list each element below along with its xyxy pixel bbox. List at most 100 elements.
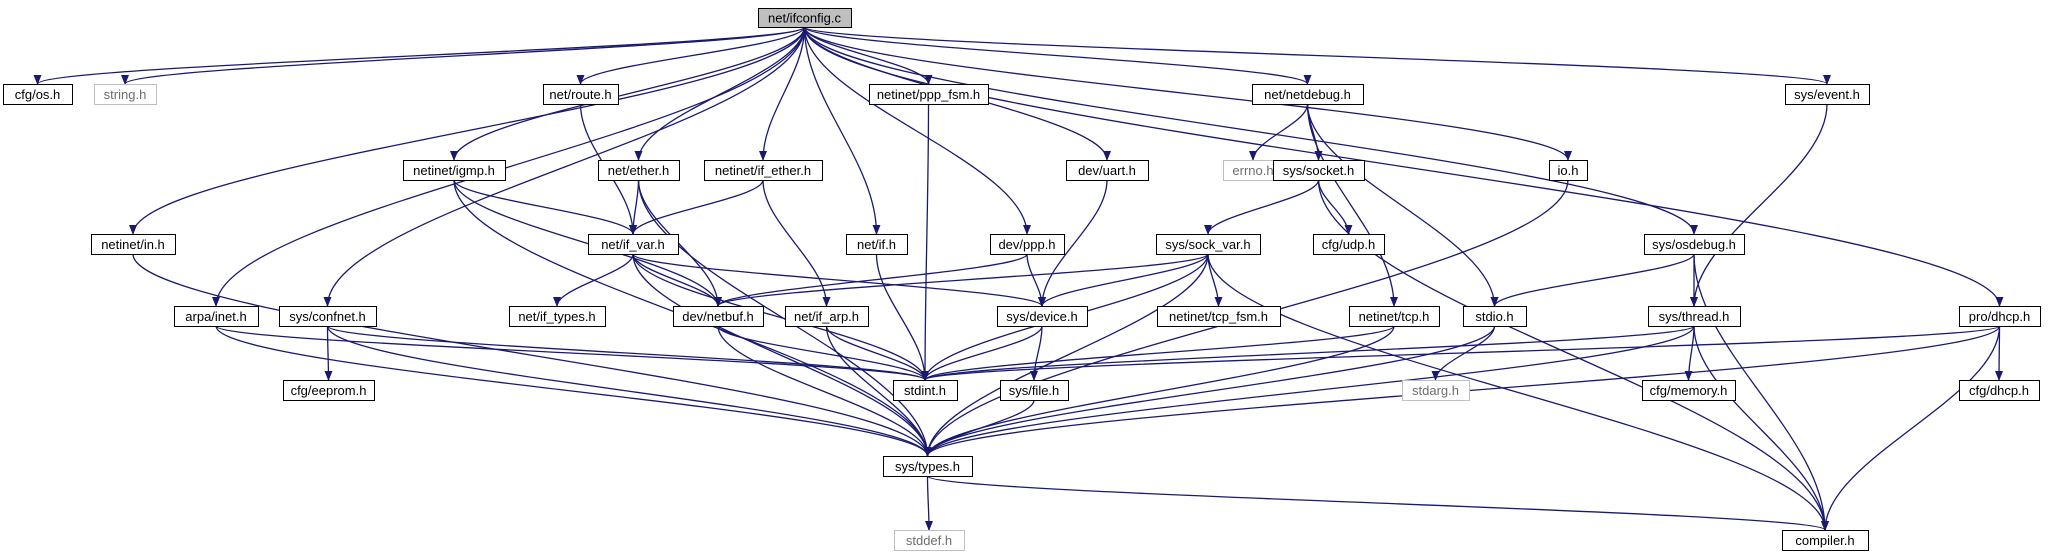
node-cfg-eeprom-h[interactable]: cfg/eeprom.h (283, 380, 375, 401)
node-netinet-if-ether-h[interactable]: netinet/if_ether.h (704, 160, 823, 181)
edge-pro_dhcp_h-to-compiler_h (1821, 325, 2001, 531)
node-sys-socket-h[interactable]: sys/socket.h (1273, 160, 1365, 181)
node-string-h[interactable]: string.h (94, 84, 157, 105)
node-label: pro/dhcp.h (1969, 309, 2030, 324)
node-box (846, 234, 908, 255)
node-sys-event-h[interactable]: sys/event.h (1785, 84, 1870, 105)
node-box (869, 84, 989, 105)
node-net-if-h[interactable]: net/if.h (846, 234, 908, 255)
node-box (1644, 234, 1745, 255)
node-stdio-h[interactable]: stdio.h (1463, 306, 1527, 327)
edge-net_if_var_h-to-sys_types_h (632, 253, 932, 457)
node-netinet-igmp-h[interactable]: netinet/igmp.h (403, 160, 506, 181)
node-dev-netbuf-h[interactable]: dev/netbuf.h (673, 306, 764, 327)
node-label: arpa/inet.h (185, 309, 246, 324)
node-box (1642, 380, 1736, 401)
edge-sys_event_h-to-sys_thread_h (1690, 103, 1828, 307)
node-label: string.h (104, 87, 147, 102)
node-sys-types-h[interactable]: sys/types.h (883, 456, 973, 477)
node-pro-dhcp-h[interactable]: pro/dhcp.h (1959, 306, 2041, 327)
node-box (1000, 380, 1069, 401)
node-label: netinet/in.h (101, 237, 165, 252)
node-ifconfig-c[interactable]: net/ifconfig.c (758, 8, 852, 28)
node-label: sys/confnet.h (289, 309, 366, 324)
node-cfg-dhcp-h[interactable]: cfg/dhcp.h (1959, 380, 2040, 401)
node-label: sys/thread.h (1659, 309, 1730, 324)
edge-sys_thread_h-to-stdint_h (921, 325, 1695, 381)
node-net-ether-h[interactable]: net/ether.h (598, 160, 680, 181)
node-label: dev/netbuf.h (682, 309, 754, 324)
node-box (1156, 234, 1261, 255)
edge-net_netdebug_h-to-errno_h (1249, 103, 1309, 161)
node-compiler-h[interactable]: compiler.h (1782, 530, 1869, 551)
node-box (1648, 306, 1741, 327)
node-label: net/if.h (857, 237, 896, 252)
node-sys-file-h[interactable]: sys/file.h (1000, 380, 1069, 401)
node-box (1959, 306, 2041, 327)
node-cfg-os-h[interactable]: cfg/os.h (3, 84, 73, 105)
node-netinet-in-h[interactable]: netinet/in.h (91, 234, 176, 255)
edge-sys_confnet_h-to-sys_types_h (326, 325, 932, 457)
node-sys-sock-var-h[interactable]: sys/sock_var.h (1156, 234, 1261, 255)
node-cfg-udp-h[interactable]: cfg/udp.h (1313, 234, 1385, 255)
node-netinet-tcp-fsm-h[interactable]: netinet/tcp_fsm.h (1157, 306, 1281, 327)
edge-sys_sock_var_h-to-sys_types_h (923, 253, 1209, 457)
edge-sys_socket_h-to-compiler_h (1317, 179, 1829, 531)
node-box (1402, 380, 1470, 401)
node-netinet-ppp-fsm-h[interactable]: netinet/ppp_fsm.h (869, 84, 989, 105)
edge-stdio_h-to-sys_types_h (923, 325, 1496, 457)
node-dev-uart-h[interactable]: dev/uart.h (1066, 160, 1149, 181)
node-box (598, 160, 680, 181)
edge-sys_sock_var_h-to-compiler_h (1207, 253, 1829, 531)
edge-netinet_ppp_fsm_h-to-stdint_h (921, 103, 930, 381)
node-stddef-h[interactable]: stddef.h (894, 530, 965, 551)
node-label: stdio.h (1475, 309, 1513, 324)
node-label: errno.h (1232, 163, 1273, 178)
node-stdint-h[interactable]: stdint.h (893, 380, 958, 401)
node-label: netinet/if_ether.h (715, 163, 811, 178)
node-netinet-tcp-h[interactable]: netinet/tcp.h (1349, 306, 1440, 327)
node-box (1782, 530, 1869, 551)
node-sys-device-h[interactable]: sys/device.h (997, 306, 1088, 327)
edge-net_netdebug_h-to-stdio_h (1306, 103, 1499, 307)
node-net-route-h[interactable]: net/route.h (543, 84, 619, 105)
node-box (91, 234, 176, 255)
edge-sys_types_h-to-compiler_h (926, 475, 1829, 531)
edge-sys_osdebug_h-to-compiler_h (1693, 253, 1829, 531)
node-label: cfg/memory.h (1650, 383, 1728, 398)
node-label: sys/device.h (1006, 309, 1078, 324)
node-io-h[interactable]: io.h (1549, 160, 1588, 181)
edge-netinet_if_ether_h-to-net_if_arp_h (762, 179, 831, 307)
node-arpa-inet-h[interactable]: arpa/inet.h (174, 306, 259, 327)
edge-ifconfig_c-to-net_netdebug_h (803, 26, 1312, 85)
edge-sys_device_h-to-stdint_h (921, 325, 1043, 381)
edge-sys_sock_var_h-to-sys_device_h (1038, 253, 1209, 307)
edge-dev_netbuf_h-to-stdint_h (717, 325, 929, 381)
edge-pro_dhcp_h-to-stdint_h (921, 325, 2001, 381)
node-label: compiler.h (1795, 533, 1854, 548)
node-cfg-memory-h[interactable]: cfg/memory.h (1642, 380, 1736, 401)
node-label: sys/file.h (1009, 383, 1060, 398)
edge-arpa_inet_h-to-stdint_h (215, 325, 929, 381)
node-net-if-arp-h[interactable]: net/if_arp.h (785, 306, 869, 327)
node-net-if-var-h[interactable]: net/if_var.h (588, 234, 679, 255)
node-stdarg-h[interactable]: stdarg.h (1402, 380, 1470, 401)
node-sys-thread-h[interactable]: sys/thread.h (1648, 306, 1741, 327)
node-label: net/netdebug.h (1264, 87, 1351, 102)
node-box (1549, 160, 1588, 181)
node-net-if-types-h[interactable]: net/if_types.h (509, 306, 606, 327)
node-net-netdebug-h[interactable]: net/netdebug.h (1252, 84, 1364, 105)
edge-sys_socket_h-to-sys_sock_var_h (1204, 179, 1320, 235)
node-box (1349, 306, 1440, 327)
node-label: stdint.h (904, 383, 946, 398)
node-sys-osdebug-h[interactable]: sys/osdebug.h (1644, 234, 1745, 255)
node-label: cfg/dhcp.h (1969, 383, 2029, 398)
node-sys-confnet-h[interactable]: sys/confnet.h (279, 306, 377, 327)
edge-dev_uart_h-to-sys_device_h (1038, 179, 1108, 307)
edge-net_if_arp_h-to-sys_types_h (825, 325, 932, 457)
node-label: sys/osdebug.h (1652, 237, 1736, 252)
node-box (1313, 234, 1385, 255)
node-label: stdarg.h (1412, 383, 1459, 398)
node-dev-ppp-h[interactable]: dev/ppp.h (990, 234, 1065, 255)
node-label: dev/uart.h (1078, 163, 1136, 178)
